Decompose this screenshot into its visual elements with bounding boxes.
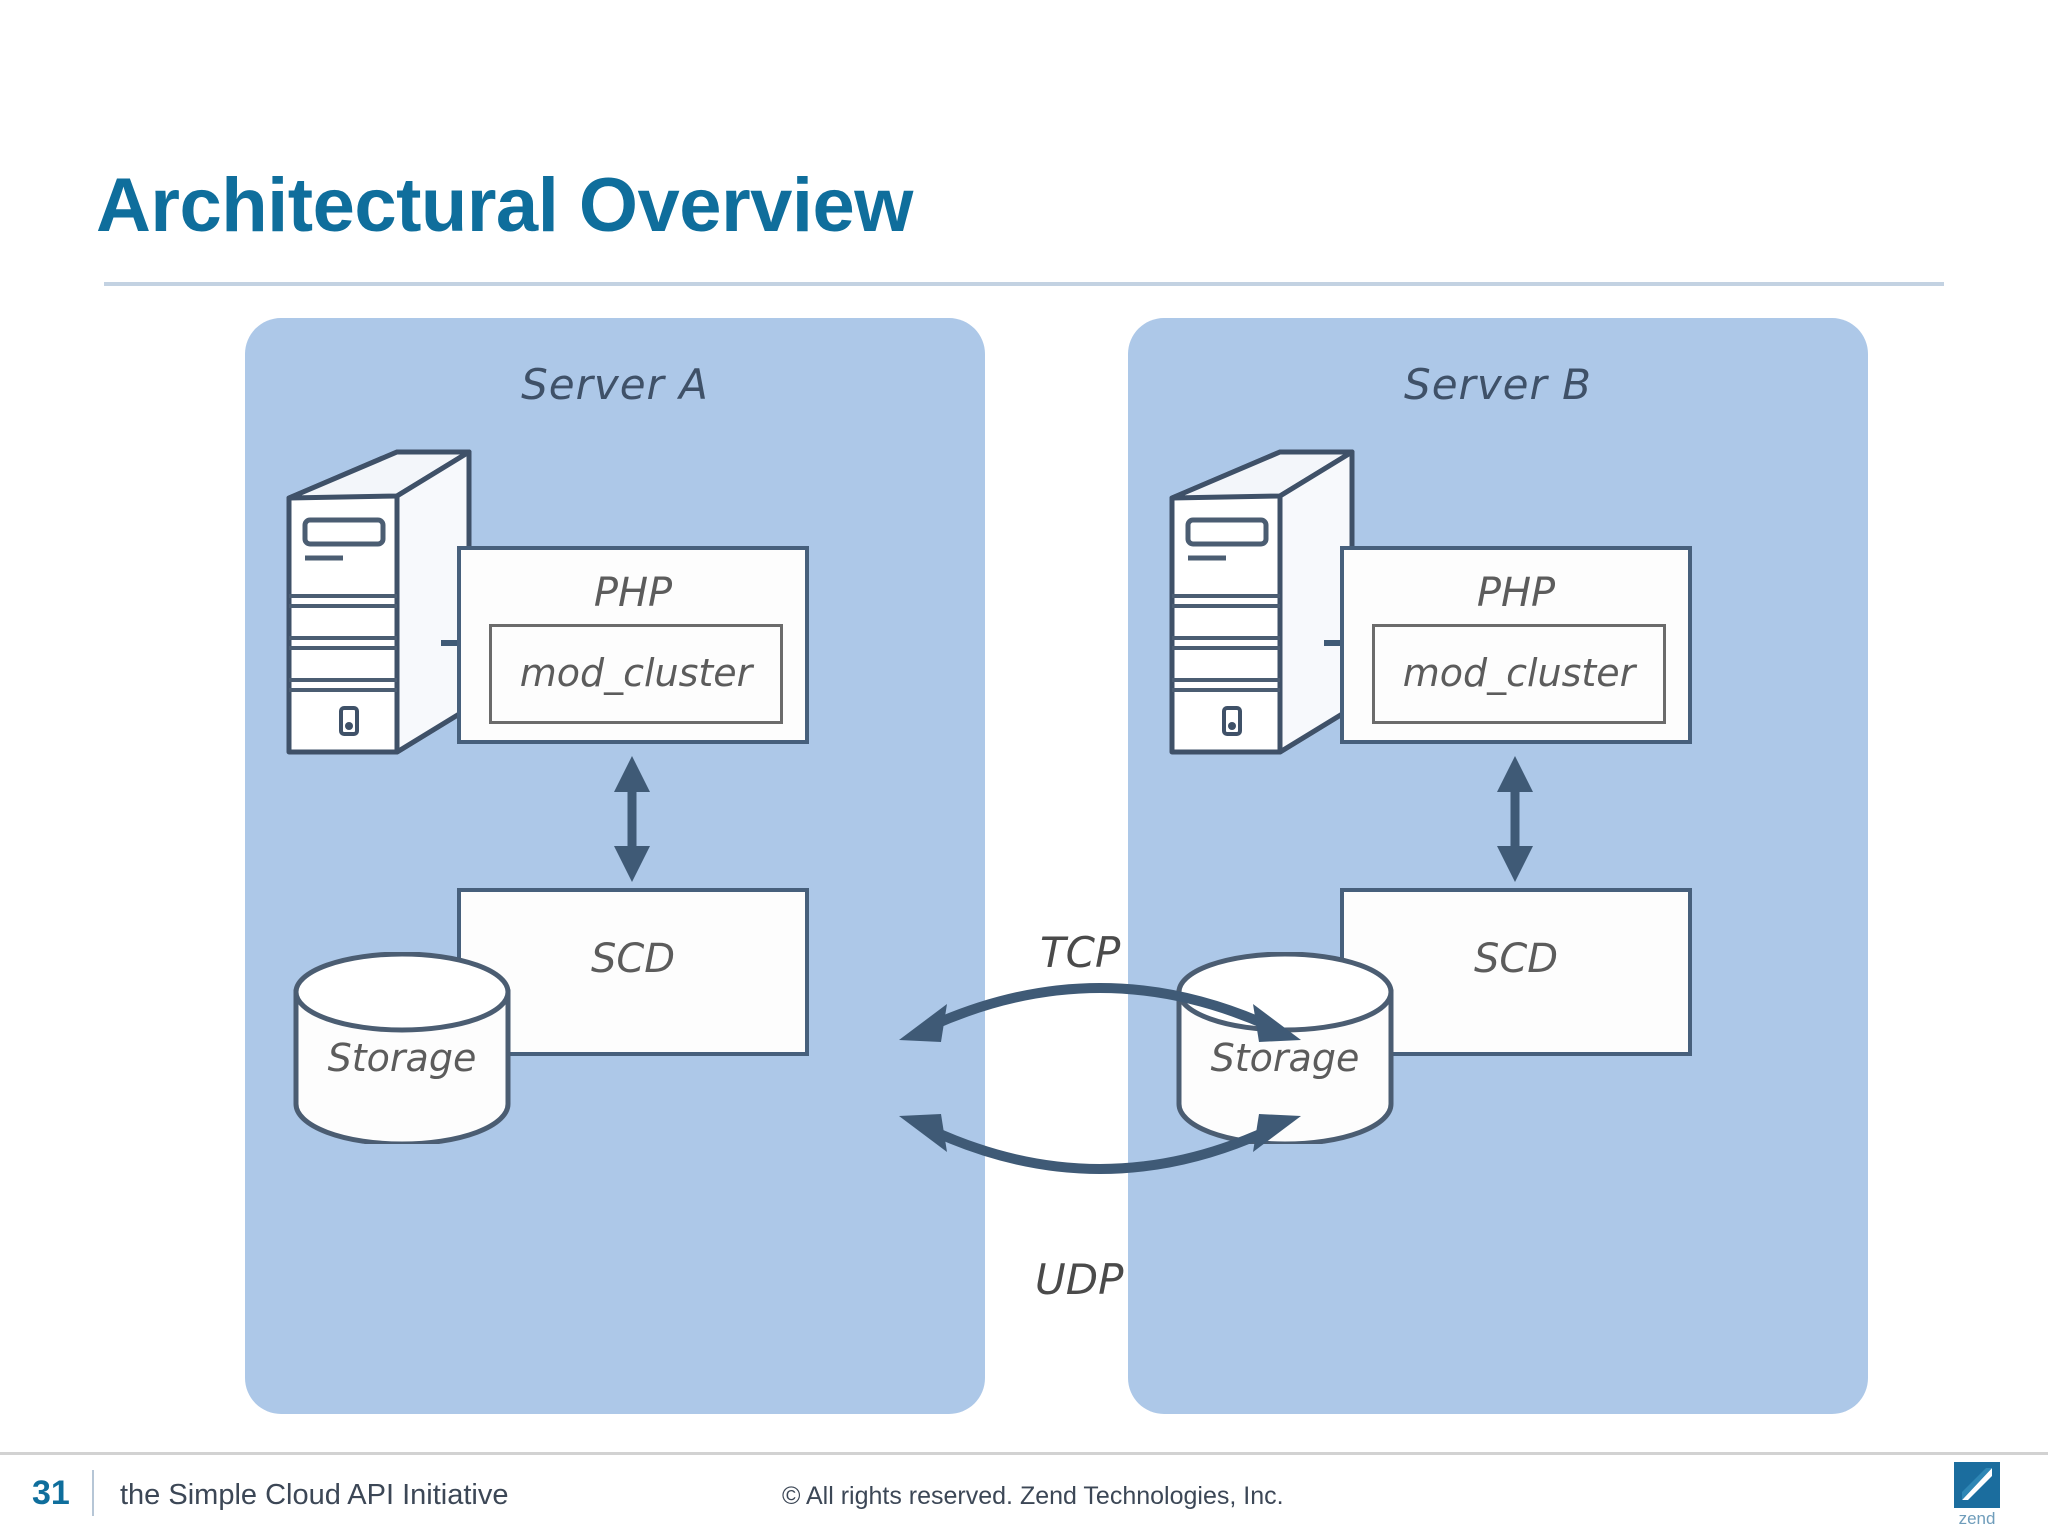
storage-label: Storage bbox=[327, 1036, 477, 1080]
php-box-label: PHP bbox=[1476, 570, 1556, 616]
server-panel-b: Server B PHP mod_cluster bbox=[1128, 318, 1868, 1414]
double-headed-arc-arrow-down-icon bbox=[899, 1114, 1301, 1174]
mod-cluster-box: mod_cluster bbox=[489, 624, 783, 724]
php-box: PHP mod_cluster bbox=[457, 546, 809, 744]
database-cylinder-icon: Storage bbox=[291, 952, 513, 1144]
double-headed-vertical-arrow-icon bbox=[1485, 756, 1545, 882]
mod-cluster-label: mod_cluster bbox=[1402, 651, 1636, 695]
svg-text:zend: zend bbox=[1959, 1509, 1996, 1528]
scd-box-label: SCD bbox=[590, 936, 676, 982]
footer-separator-rule bbox=[0, 1452, 2048, 1455]
server-b-caption: Server B bbox=[1404, 360, 1592, 409]
server-tower-icon bbox=[1162, 446, 1358, 776]
scd-box-label: SCD bbox=[1473, 936, 1559, 982]
server-panel-a: Server A PHP mod bbox=[245, 318, 985, 1414]
php-box-label: PHP bbox=[593, 570, 673, 616]
footer-divider bbox=[92, 1470, 94, 1516]
database-cylinder-icon: Storage bbox=[1174, 952, 1396, 1144]
double-headed-vertical-arrow-icon bbox=[602, 756, 662, 882]
title-separator-rule bbox=[104, 282, 1944, 286]
page-title: Architectural Overview bbox=[96, 163, 913, 248]
scd-box: SCD bbox=[1340, 888, 1692, 1056]
footer-copyright: © All rights reserved. Zend Technologies… bbox=[782, 1482, 1284, 1510]
php-box: PHP mod_cluster bbox=[1340, 546, 1692, 744]
mod-cluster-label: mod_cluster bbox=[519, 651, 753, 695]
zend-logo: zend bbox=[1946, 1462, 2008, 1528]
storage-label: Storage bbox=[1210, 1036, 1360, 1080]
inter-server-links bbox=[885, 930, 1315, 1230]
server-tower-icon bbox=[279, 446, 475, 776]
tcp-link-label: TCP bbox=[1040, 928, 1121, 977]
page-number: 31 bbox=[32, 1474, 70, 1512]
footer-subtitle: the Simple Cloud API Initiative bbox=[120, 1479, 509, 1511]
udp-link-label: UDP bbox=[1035, 1255, 1124, 1304]
server-a-caption: Server A bbox=[521, 360, 709, 409]
scd-box: SCD bbox=[457, 888, 809, 1056]
double-headed-arc-arrow-up-icon bbox=[899, 983, 1301, 1042]
mod-cluster-box: mod_cluster bbox=[1372, 624, 1666, 724]
